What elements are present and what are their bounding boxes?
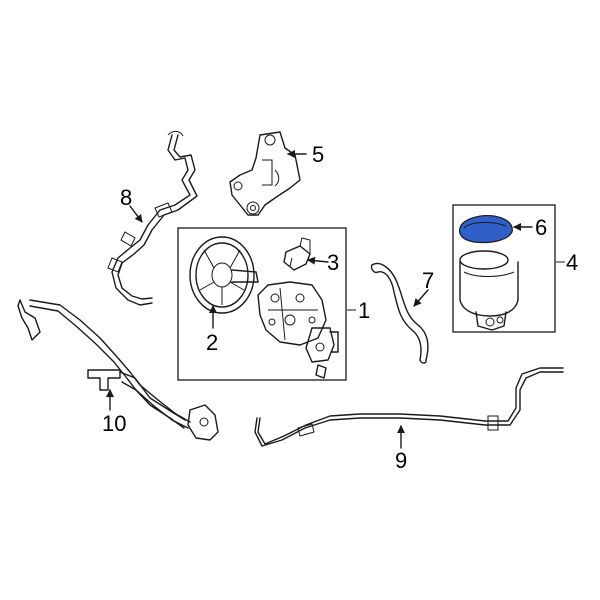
return-hose-part-10[interactable] <box>17 299 219 441</box>
callout-label-2: 2 <box>206 330 219 355</box>
reservoir[interactable] <box>459 250 519 331</box>
reservoir-assembly-box <box>452 204 556 333</box>
hose-part-7[interactable] <box>370 262 429 364</box>
reservoir-cap-part-6[interactable] <box>459 215 513 244</box>
callout-label-10: 10 <box>102 411 127 436</box>
power-steering-hose-part-8[interactable] <box>107 130 198 306</box>
callout-label-5: 5 <box>312 142 325 167</box>
pressure-tube-part-9[interactable] <box>254 367 564 447</box>
callout-label-7: 7 <box>422 268 435 293</box>
callout-label-3: 3 <box>327 250 340 275</box>
bracket-part-5[interactable] <box>229 131 301 216</box>
outlet-fitting[interactable] <box>305 327 339 379</box>
callout-label-4: 4 <box>566 250 579 275</box>
pump-assembly-box <box>177 227 347 381</box>
callout-label-9: 9 <box>395 448 408 473</box>
callout-label-6: 6 <box>535 215 548 240</box>
leader-lines <box>106 150 565 449</box>
pulley-part-2[interactable] <box>189 236 259 314</box>
pump-body[interactable] <box>257 281 327 346</box>
callout-label-8: 8 <box>120 185 133 210</box>
callout-label-1: 1 <box>358 298 371 323</box>
fitting-part-3[interactable] <box>283 237 311 271</box>
